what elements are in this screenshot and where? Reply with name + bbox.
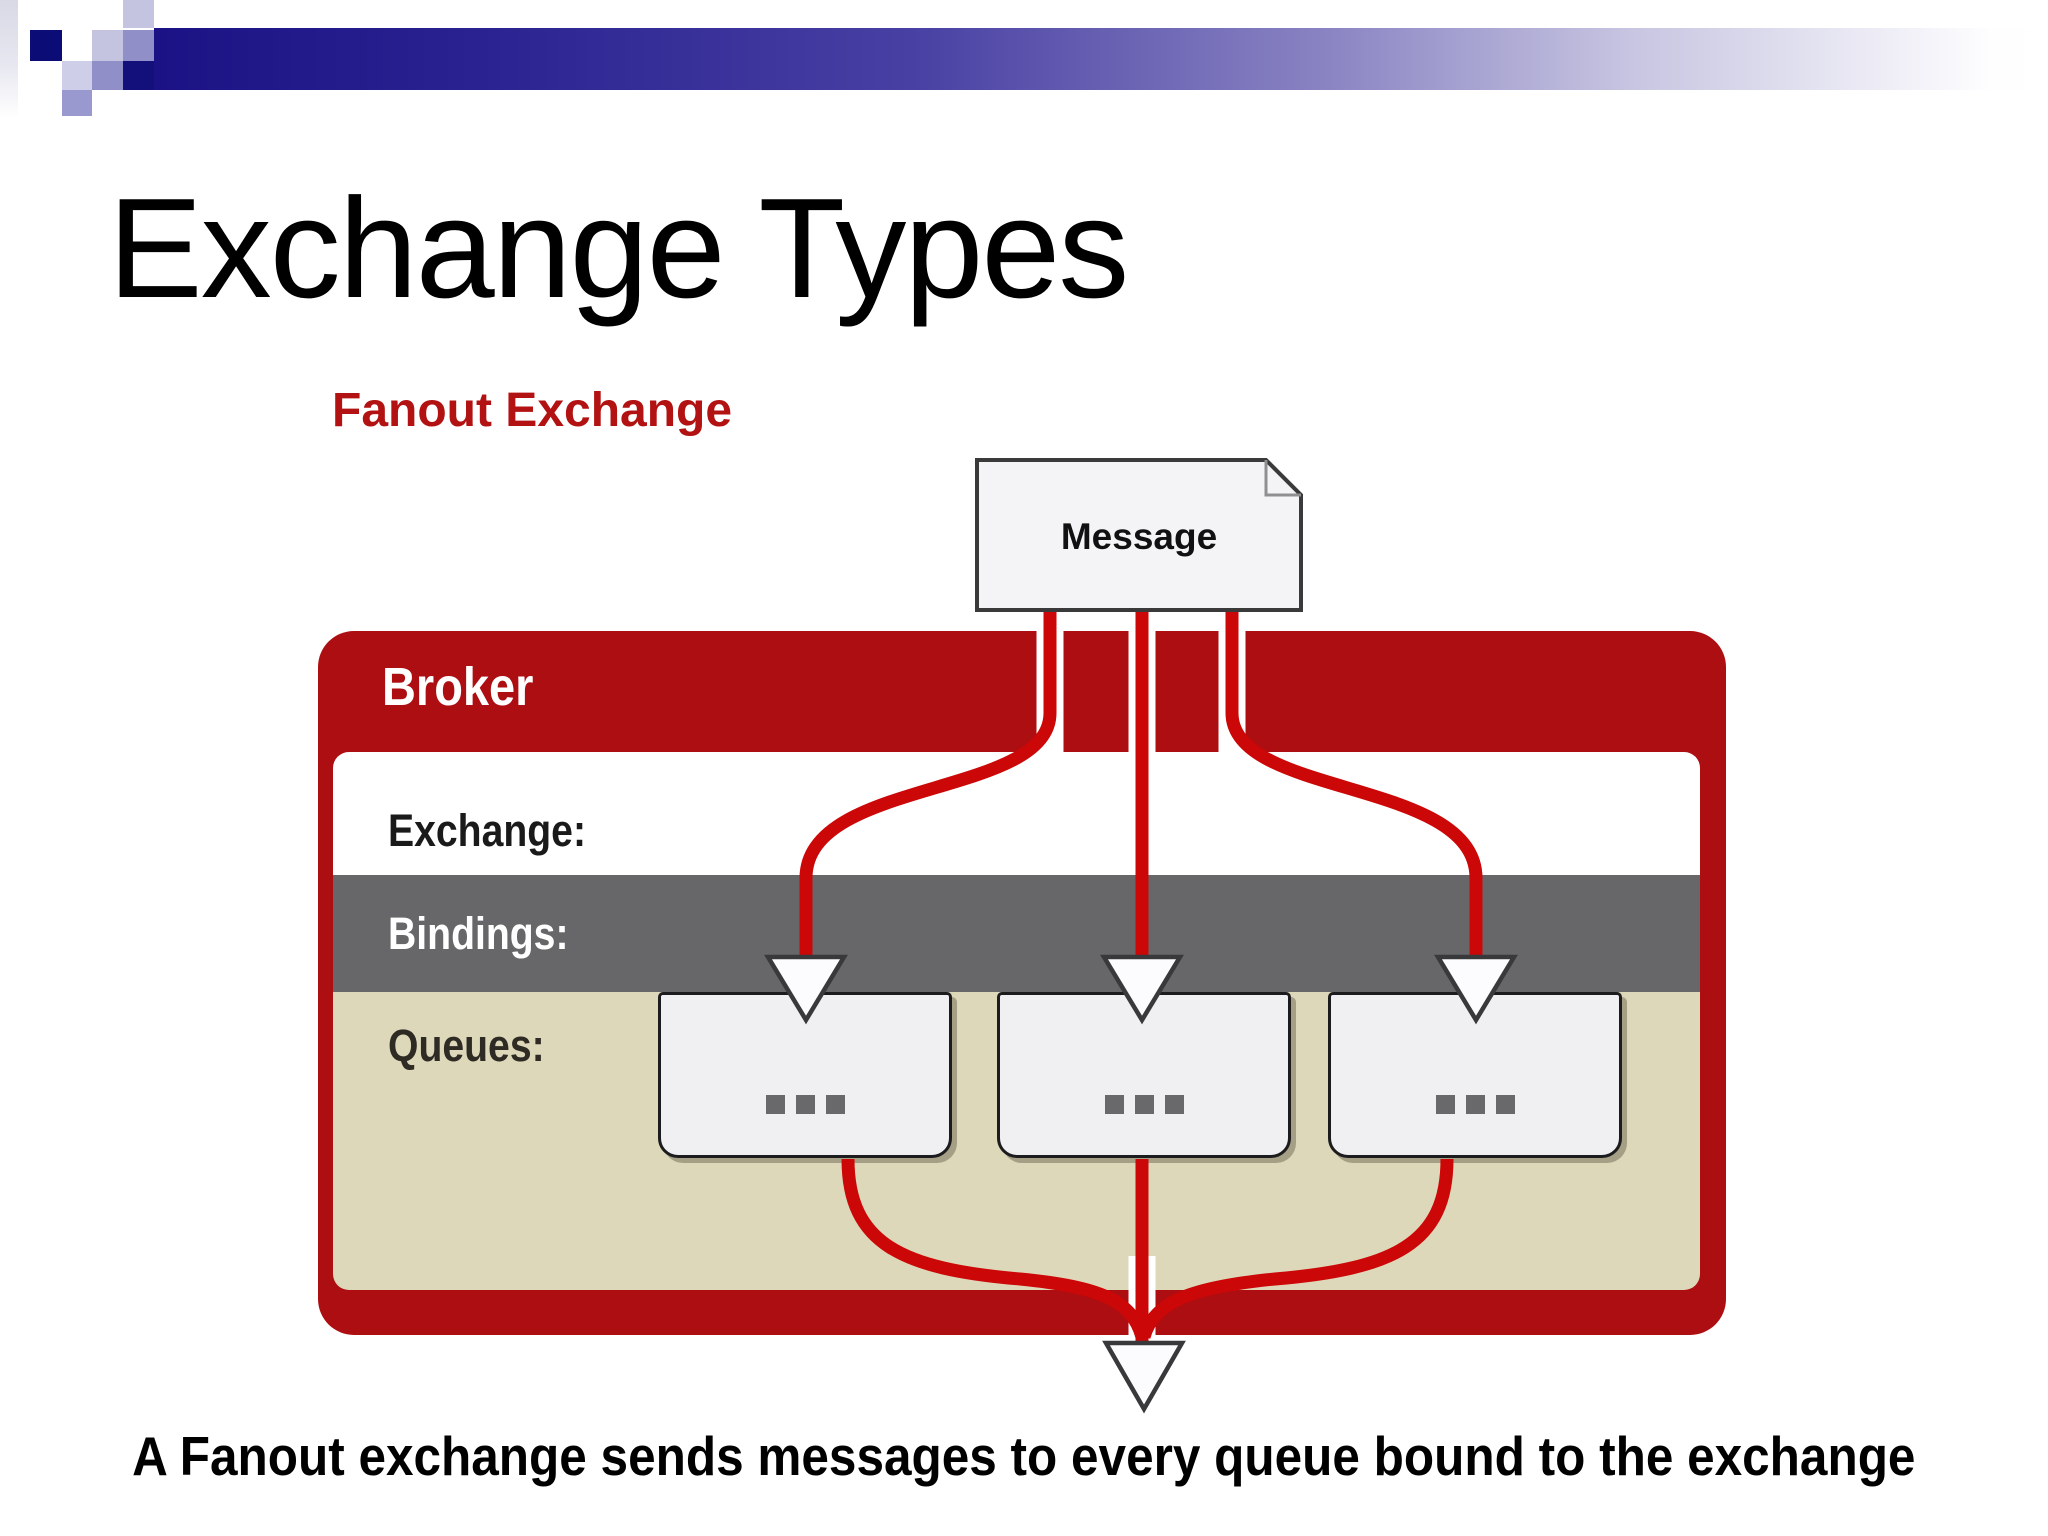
pixel-square (92, 61, 123, 90)
queue-box (997, 992, 1291, 1158)
queue-box (658, 992, 952, 1158)
banner-left-gradient-strip (0, 0, 18, 118)
banner-gradient-bar (154, 28, 2048, 90)
subtitle-fanout-exchange: Fanout Exchange (332, 384, 733, 437)
ellipsis-icon (1331, 1095, 1619, 1114)
pixel-square (62, 61, 92, 90)
exchange-row-label: Exchange: (388, 805, 586, 856)
pixel-square (123, 0, 154, 28)
page-title: Exchange Types (108, 169, 1129, 328)
pixel-square (123, 61, 154, 90)
queues-row-label: Queues: (388, 1020, 545, 1071)
queue-box (1328, 992, 1622, 1158)
caption: A Fanout exchange sends messages to ever… (0, 1424, 2048, 1488)
caption-text: A Fanout exchange sends messages to ever… (132, 1425, 1916, 1487)
pixel-square (92, 30, 123, 61)
pixel-square (62, 90, 92, 116)
pixel-square (30, 30, 62, 61)
pixel-square (123, 30, 154, 61)
ellipsis-icon (661, 1095, 949, 1114)
ellipsis-icon (1000, 1095, 1288, 1114)
broker-label: Broker (382, 657, 534, 717)
bindings-row-label: Bindings: (388, 908, 569, 959)
message-label: Message (1060, 516, 1218, 557)
